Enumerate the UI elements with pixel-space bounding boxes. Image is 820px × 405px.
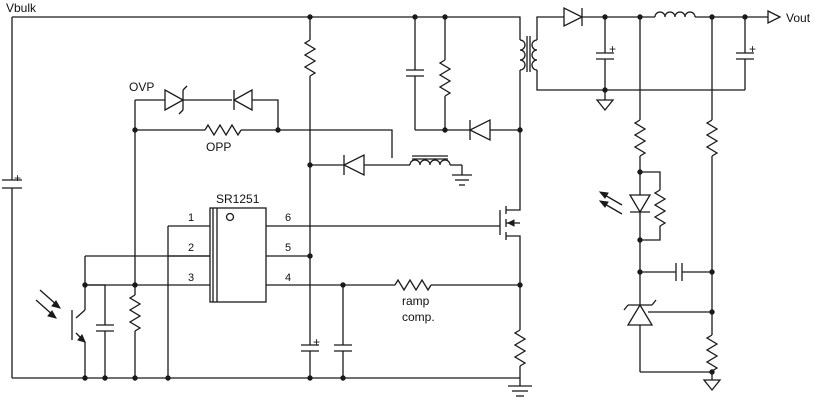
pin-1: 1 bbox=[188, 212, 194, 224]
ramp-cap bbox=[334, 282, 352, 378]
opto-transistor bbox=[35, 256, 86, 378]
output-diode bbox=[563, 6, 655, 28]
fb-capacitor bbox=[82, 282, 114, 378]
startup-resistor bbox=[303, 17, 317, 345]
out-cap1-plus: + bbox=[609, 42, 616, 56]
bulk-cap-plus: + bbox=[14, 171, 21, 185]
vcc-capacitor: + bbox=[301, 335, 320, 378]
pin-6: 6 bbox=[285, 212, 291, 224]
ovp-label: OVP bbox=[129, 80, 154, 94]
opp-label: OPP bbox=[206, 140, 231, 154]
shunt-regulator bbox=[623, 272, 712, 372]
ramp-label-1: ramp bbox=[402, 294, 430, 308]
ic-name: SR1251 bbox=[216, 192, 260, 206]
bulk-capacitor: + bbox=[2, 17, 22, 378]
sense-resistor bbox=[513, 285, 527, 378]
vout-label: Vout bbox=[786, 11, 811, 25]
pin-3: 3 bbox=[188, 272, 194, 284]
transformer bbox=[519, 16, 605, 205]
output-cap-2: + bbox=[605, 17, 756, 91]
divider-resistor-top bbox=[705, 17, 719, 335]
vbulk-label: Vbulk bbox=[6, 1, 37, 15]
comp-capacitor bbox=[637, 263, 712, 281]
ic-sr1251: SR1251 1 2 3 4 5 6 bbox=[85, 192, 500, 303]
output-cap-1: + bbox=[595, 17, 616, 112]
ground-bus bbox=[12, 375, 532, 397]
aux-winding bbox=[310, 153, 472, 186]
ramp-comp-resistor: ramp comp. bbox=[394, 278, 523, 324]
pin-2: 2 bbox=[188, 242, 194, 254]
opp-resistor: OPP bbox=[135, 123, 393, 158]
divider-resistor-bottom bbox=[640, 334, 722, 392]
led-branch bbox=[598, 17, 667, 272]
pin-5: 5 bbox=[285, 242, 291, 254]
output-inductor: Vout bbox=[654, 9, 811, 25]
ovp-branch: OVP bbox=[129, 80, 281, 295]
vcc-cap-plus: + bbox=[313, 335, 320, 349]
ovp-bottom-resistor bbox=[128, 294, 142, 378]
vbulk-rail bbox=[12, 14, 521, 40]
snubber bbox=[406, 17, 523, 142]
pin-4: 4 bbox=[285, 272, 291, 284]
ramp-label-2: comp. bbox=[402, 310, 435, 324]
out-cap2-plus: + bbox=[749, 42, 756, 56]
power-mosfet bbox=[499, 205, 521, 285]
